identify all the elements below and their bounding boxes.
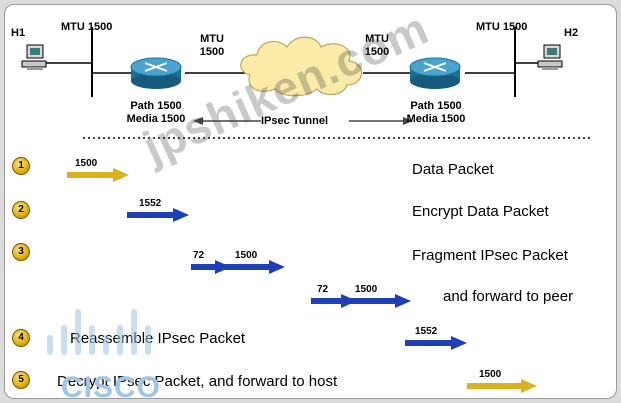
step-text: Data Packet [412,161,494,178]
host-computer-icon [537,44,563,70]
double-arrow-icon [193,117,413,125]
network-diagram [21,27,593,139]
packet-arrow: 1500 [223,250,285,274]
h1-label: H1 [11,27,26,39]
packet-arrow: 1552 [405,326,467,350]
step-badge: 4 [12,329,30,347]
step-text: Fragment IPsec Packet [412,247,568,264]
mtu-h1-label: MTU 1500 [61,21,113,33]
step-badge: 5 [12,371,30,389]
step-text: Reassemble IPsec Packet [70,330,246,347]
packet-arrow: 1500 [467,369,537,393]
cloud-icon [240,36,363,97]
cisco-logo-text: CISCO [61,371,162,399]
step-badge: 1 [12,157,30,175]
cisco-logo [47,309,151,355]
step-text: Decrypt IPsec Packet, and forward to hos… [57,373,338,390]
h2-label: H2 [564,27,579,39]
router-icon [409,57,461,89]
packet-arrow: 1500 [349,284,411,308]
step-badge: 3 [12,243,30,261]
packet-arrow: 1500 [67,158,129,182]
step-text: Encrypt Data Packet [412,203,549,220]
step-text: and forward to peer [443,288,574,305]
step-badge: 2 [12,201,30,219]
tunnel-label: IPsec Tunnel [261,115,329,127]
packet-arrow: 1552 [127,198,189,222]
mtu-h2-label: MTU 1500 [476,21,528,33]
router-icon [130,57,182,89]
host-computer-icon [21,44,47,70]
